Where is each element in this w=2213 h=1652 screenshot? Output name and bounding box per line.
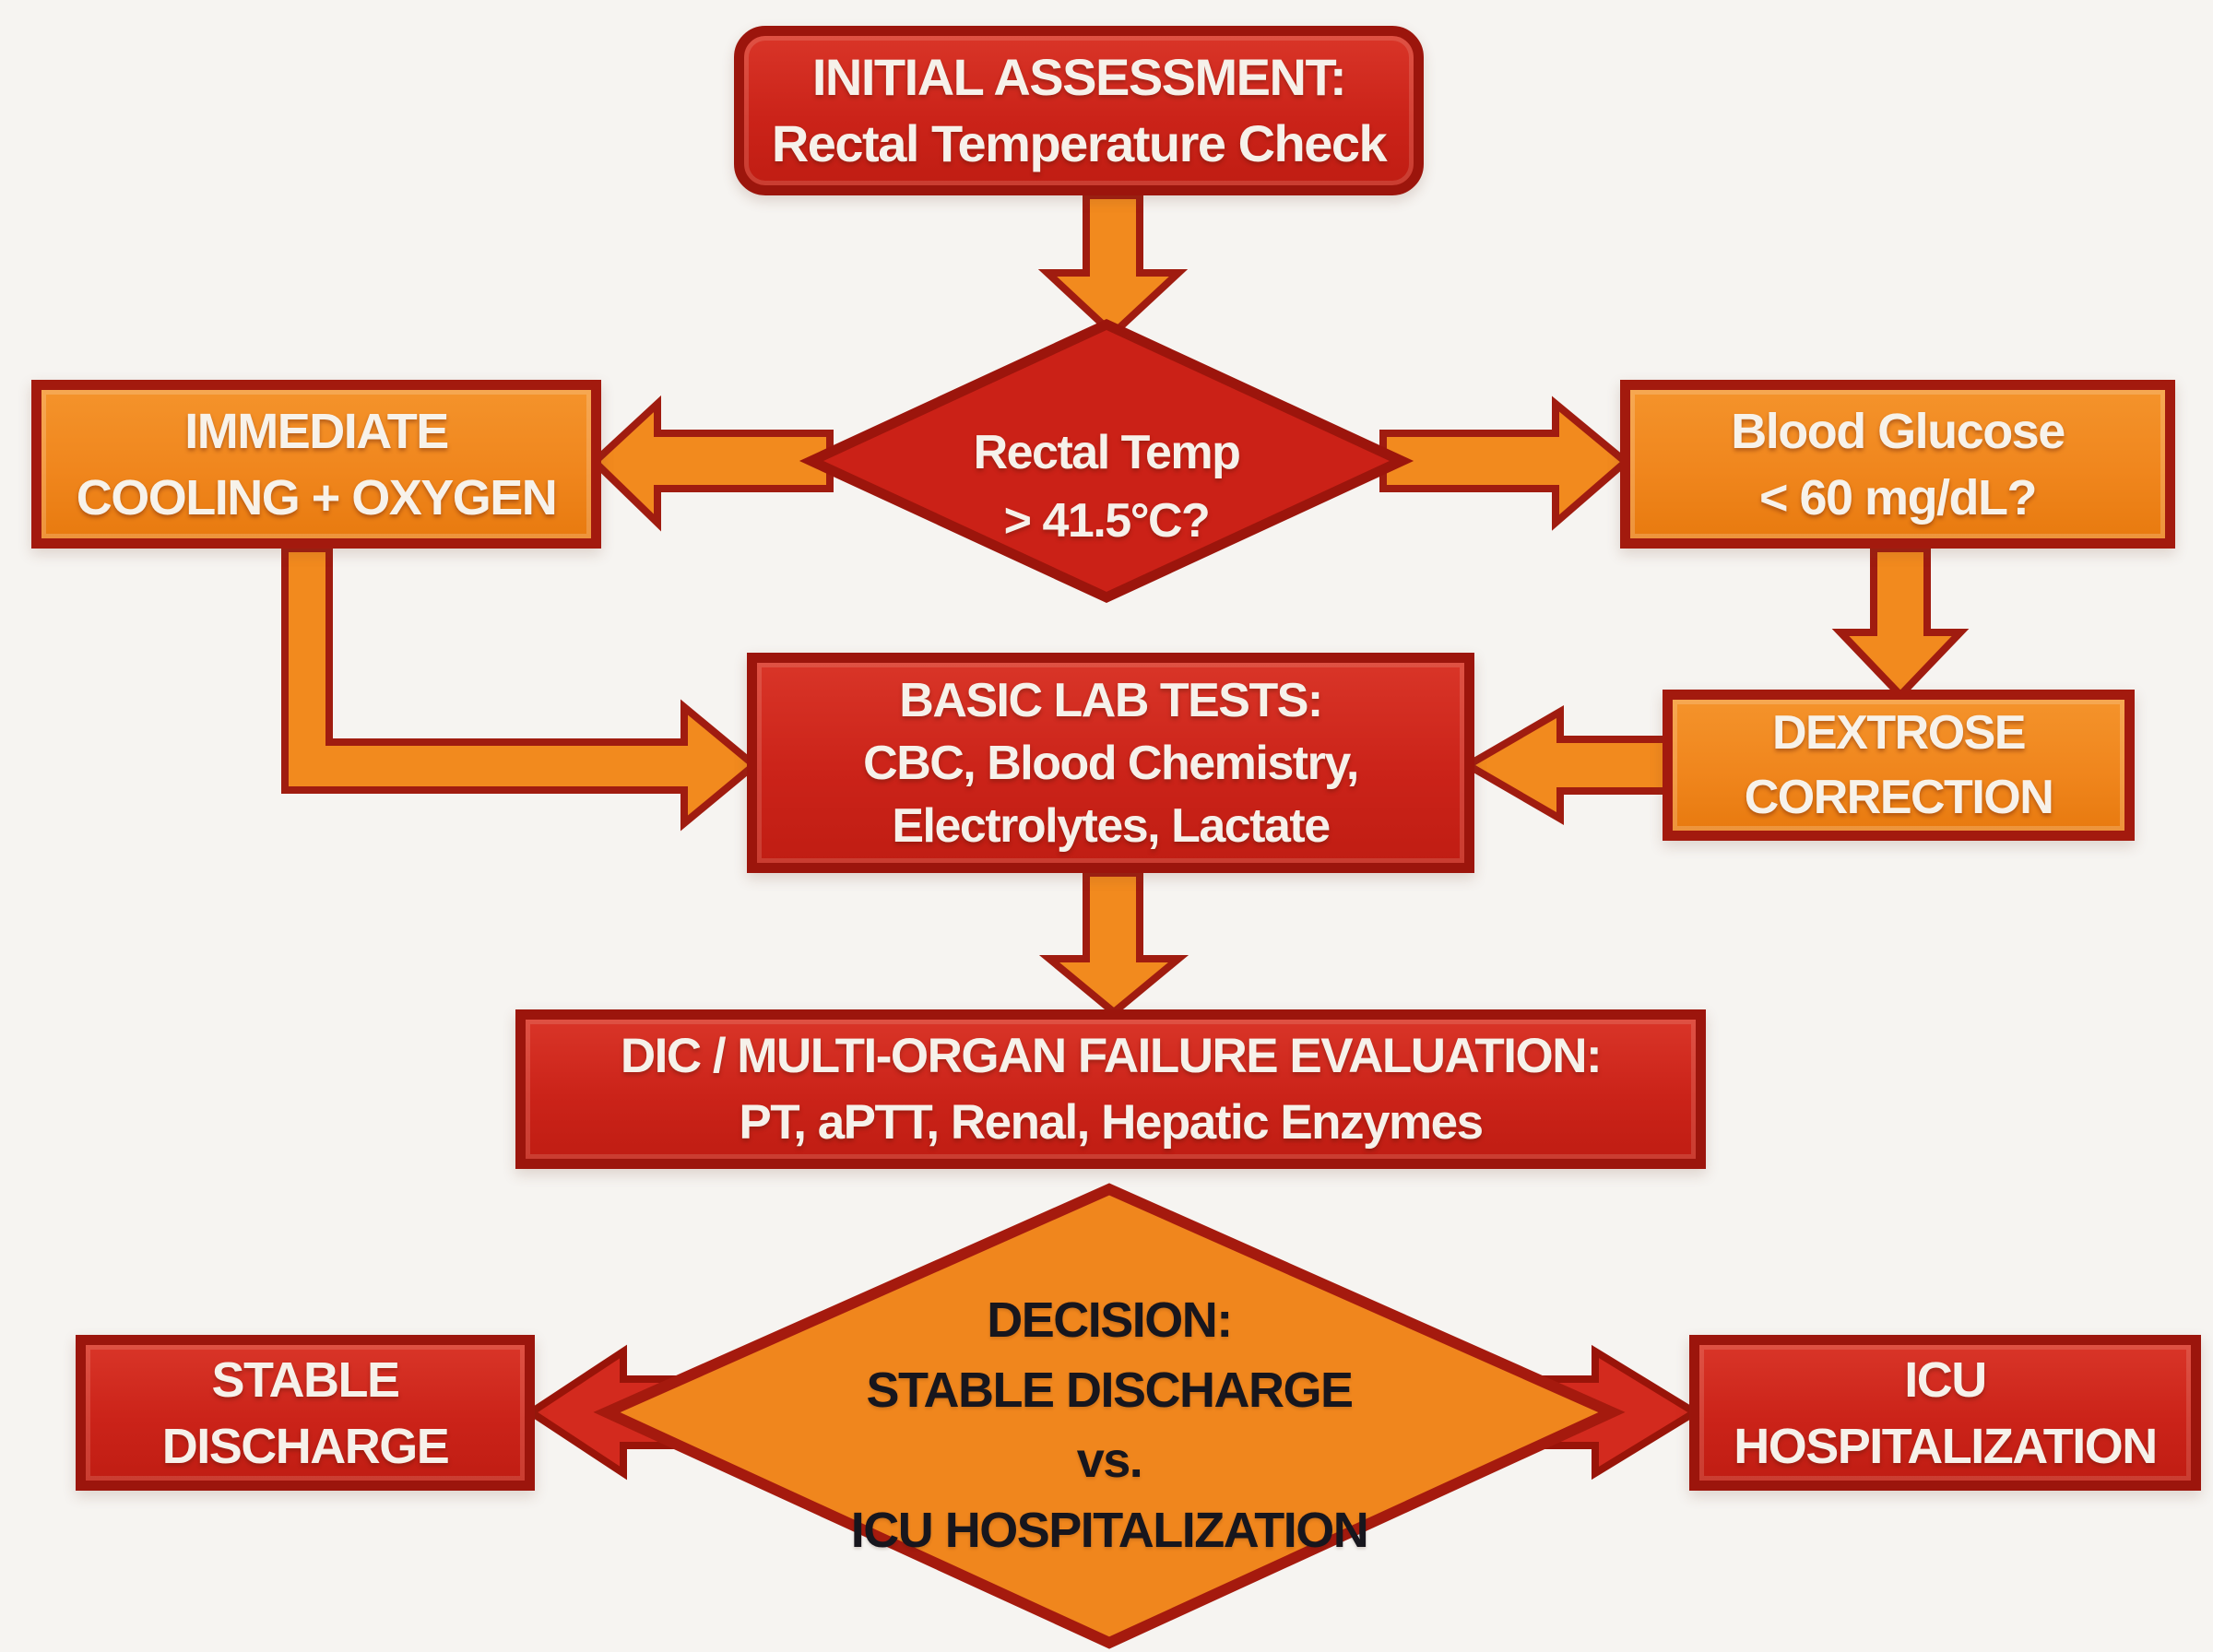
node-label-line: INITIAL ASSESSMENT: bbox=[811, 48, 1347, 106]
node-label-line: DIC / MULTI-ORGAN FAILURE EVALUATION: bbox=[620, 1028, 1603, 1083]
node-label-line: < 60 mg/dL? bbox=[1758, 469, 2038, 525]
node-label-line: COOLING + OXYGEN bbox=[76, 469, 558, 525]
node-dextrose-correction: DEXTROSE CORRECTION bbox=[1663, 690, 2135, 841]
node-stable-discharge: STABLE DISCHARGE bbox=[76, 1335, 535, 1491]
node-immediate-cooling: IMMEDIATE COOLING + OXYGEN bbox=[31, 380, 601, 549]
node-basic-lab-tests: BASIC LAB TESTS: CBC, Blood Chemistry, E… bbox=[747, 653, 1474, 873]
arrow-down-initial-to-rectal-temp bbox=[1037, 192, 1189, 339]
node-label-line: CBC, Blood Chemistry, bbox=[863, 736, 1359, 790]
decision-diamond-shape bbox=[593, 1183, 1626, 1649]
node-label-line: Rectal Temp bbox=[973, 426, 1241, 479]
node-rectal-temp-decision: Rectal Temp > 41.5°C? bbox=[784, 315, 1429, 607]
node-label-line: Blood Glucose bbox=[1731, 403, 2065, 459]
node-label-line: DISCHARGE bbox=[161, 1418, 450, 1474]
node-blood-glucose-decision: Blood Glucose < 60 mg/dL? bbox=[1620, 380, 2175, 549]
node-label-line: CORRECTION bbox=[1744, 771, 2054, 824]
node-label-line: PT, aPTT, Renal, Hepatic Enzymes bbox=[739, 1094, 1484, 1150]
node-label-line: Electrolytes, Lactate bbox=[892, 798, 1331, 853]
node-label-line: IMMEDIATE bbox=[184, 403, 449, 459]
node-icu-hospitalization: ICU HOSPITALIZATION bbox=[1689, 1335, 2201, 1491]
node-decision: DECISION: STABLE DISCHARGE vs. ICU HOSPI… bbox=[588, 1171, 1630, 1652]
arrow-left-dextrose-to-labs bbox=[1461, 705, 1677, 825]
node-label-line: ICU HOSPITALIZATION bbox=[850, 1503, 1369, 1558]
node-label-line: DECISION: bbox=[987, 1292, 1233, 1348]
arrow-down-glucose-to-dextrose bbox=[1831, 545, 1970, 701]
node-label-line: Rectal Temperature Check bbox=[771, 114, 1388, 172]
node-label-line: HOSPITALIZATION bbox=[1734, 1418, 2158, 1474]
node-label-line: BASIC LAB TESTS: bbox=[899, 673, 1323, 727]
node-label-line: STABLE DISCHARGE bbox=[866, 1363, 1354, 1418]
node-dic-evaluation: DIC / MULTI-ORGAN FAILURE EVALUATION: PT… bbox=[515, 1009, 1706, 1169]
node-label-line: ICU bbox=[1904, 1351, 1987, 1408]
decision-diamond-shape bbox=[799, 318, 1414, 604]
arrow-down-labs-to-dic bbox=[1038, 869, 1189, 1018]
arrow-elbow-cooling-to-labs bbox=[281, 545, 761, 832]
node-label-line: vs. bbox=[1076, 1433, 1143, 1488]
node-initial-assessment: INITIAL ASSESSMENT: Rectal Temperature C… bbox=[734, 26, 1424, 195]
node-label-line: > 41.5°C? bbox=[1003, 494, 1211, 548]
node-label-line: DEXTROSE bbox=[1771, 706, 2027, 760]
node-label-line: STABLE bbox=[211, 1351, 401, 1408]
